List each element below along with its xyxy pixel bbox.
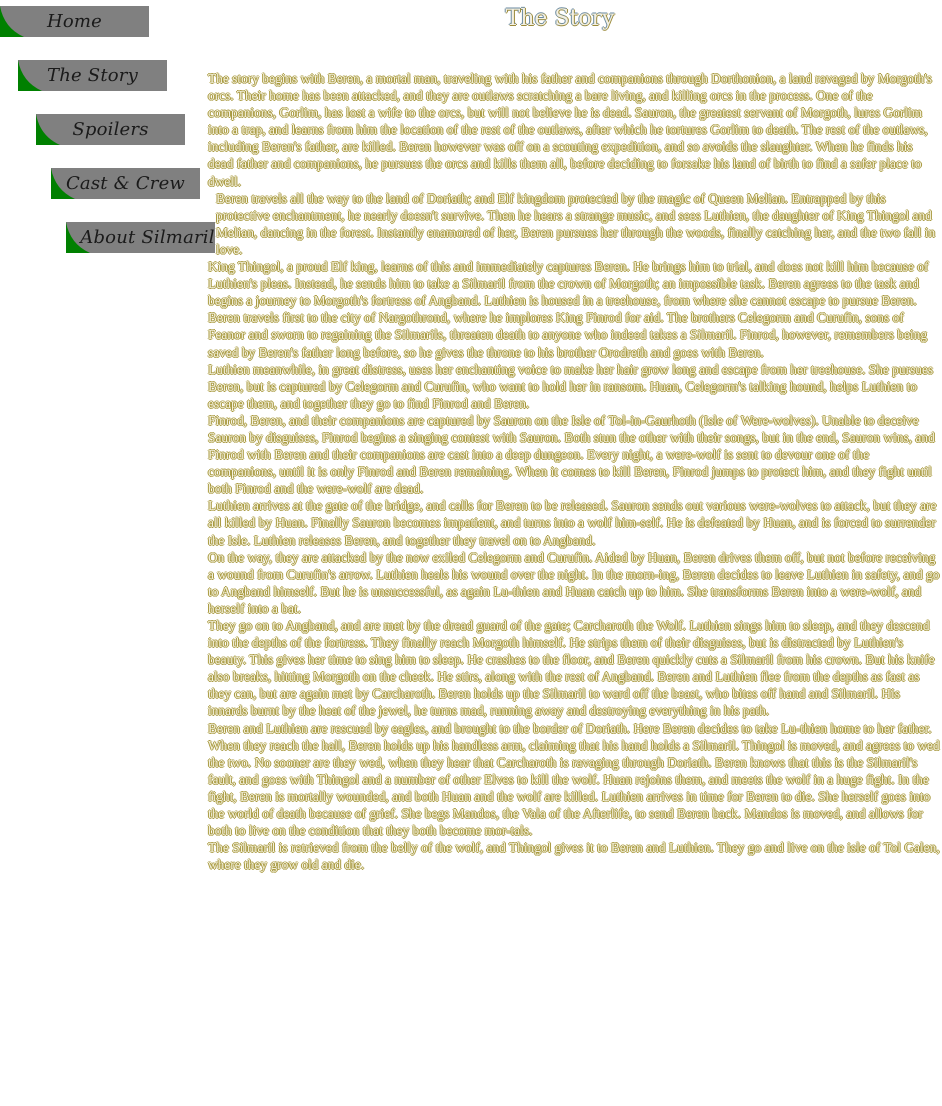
green-corner-icon	[66, 222, 90, 253]
nav-about-silmaril-button[interactable]: About Silmaril	[66, 222, 215, 253]
nav-the-story-button[interactable]: The Story	[18, 60, 167, 91]
story-paragraph: Beren and Luthien are rescued by eagles,…	[208, 720, 940, 839]
nav-spoilers-button[interactable]: Spoilers	[36, 114, 185, 145]
story-paragraph: Beren travels first to the city of Nargo…	[208, 310, 928, 360]
nav-spoilers-label: Spoilers	[72, 119, 149, 140]
nav-about-silmaril-label: About Silmaril	[80, 227, 215, 248]
story-paragraph: They go on to Angband, and are met by th…	[208, 618, 935, 719]
story-body: The story begins with Beren, a mortal ma…	[208, 70, 940, 873]
nav-home-label: Home	[46, 11, 103, 32]
page-title: The Story	[505, 6, 615, 31]
story-paragraph: The Silmaril is retrieved from the belly…	[208, 840, 940, 873]
story-paragraph: Beren travels all the way to the land of…	[216, 190, 936, 257]
green-corner-icon	[18, 60, 42, 91]
green-corner-icon	[51, 168, 75, 199]
nav-cast-crew-label: Cast & Crew	[65, 173, 186, 194]
green-corner-icon	[0, 6, 24, 37]
nav-home-button[interactable]: Home	[0, 6, 149, 37]
story-paragraph: King Thingol, a proud Elf king, learns o…	[208, 259, 929, 309]
story-paragraph: On the way, they are attacked by the now…	[208, 549, 940, 616]
nav-cast-crew-button[interactable]: Cast & Crew	[51, 168, 200, 199]
nav-the-story-label: The Story	[47, 65, 138, 86]
story-paragraph: Luthien meanwhile, in great distress, us…	[208, 361, 934, 411]
story-paragraph: Finrod, Beren, and their companions are …	[208, 412, 935, 497]
green-corner-icon	[36, 114, 60, 145]
story-paragraph: Luthien arrives at the gate of the bridg…	[208, 498, 937, 548]
story-paragraph: The story begins with Beren, a mortal ma…	[208, 71, 932, 189]
